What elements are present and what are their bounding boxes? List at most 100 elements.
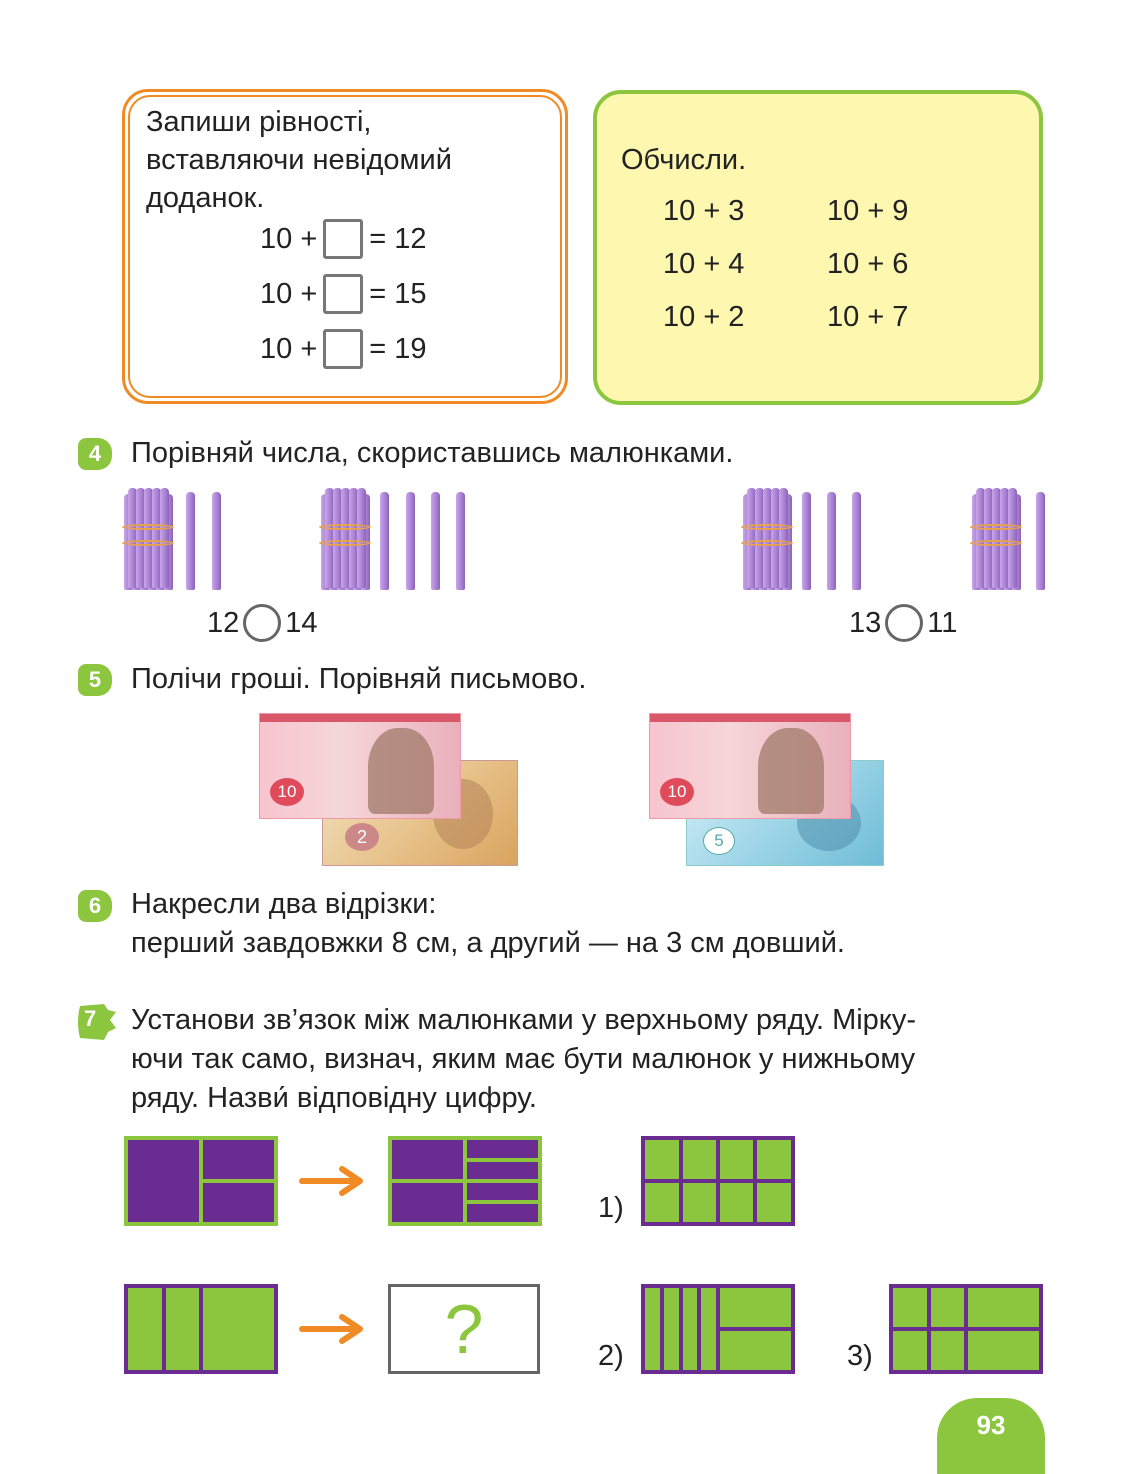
counting-stick bbox=[779, 488, 788, 588]
instruction-line: Запиши рівності, bbox=[146, 106, 372, 138]
task-box-equations-outer bbox=[122, 89, 568, 404]
counting-stick bbox=[1000, 488, 1009, 588]
rubber-band bbox=[741, 524, 793, 530]
task-box-calculate bbox=[593, 90, 1043, 405]
task-7-line-3: ряду. Назви́ відповідну цифру. bbox=[131, 1082, 537, 1114]
counting-stick bbox=[406, 492, 415, 590]
task-4-text: Порівняй числа, скориставшись малюнками. bbox=[131, 437, 734, 469]
counting-stick bbox=[144, 488, 153, 588]
task-number-badge: 4 bbox=[78, 438, 112, 470]
rubber-band bbox=[970, 524, 1022, 530]
rubber-band bbox=[319, 524, 371, 530]
rubber-band bbox=[970, 540, 1022, 546]
figure-bottom-left bbox=[124, 1284, 278, 1374]
equation-row: 10 + = 19 bbox=[260, 326, 427, 372]
task-number-badge: 5 bbox=[78, 664, 112, 696]
unknown-figure-box[interactable]: ? bbox=[388, 1284, 540, 1374]
counting-stick bbox=[380, 492, 389, 590]
compare-number: 13 bbox=[849, 606, 882, 639]
task-box-equations bbox=[128, 95, 562, 398]
counting-stick bbox=[763, 488, 772, 588]
banknote-stripe bbox=[260, 714, 460, 722]
equation-row: 10 + = 15 bbox=[260, 271, 427, 317]
counting-stick bbox=[852, 492, 861, 590]
answer-blank-box[interactable] bbox=[323, 274, 364, 314]
compare-circle[interactable] bbox=[885, 604, 924, 642]
task-6-line-2: перший завдовжки 8 см, а другий — на 3 с… bbox=[131, 927, 845, 959]
task-5-text: Полічи гроші. Порівняй письмово. bbox=[131, 663, 587, 695]
equation-left: 10 + bbox=[260, 332, 318, 365]
compare-number: 14 bbox=[285, 606, 318, 639]
rubber-band bbox=[122, 540, 174, 546]
equation-left: 10 + bbox=[260, 277, 318, 310]
counting-stick bbox=[771, 488, 780, 588]
counting-stick bbox=[992, 488, 1001, 588]
counting-stick bbox=[456, 492, 465, 590]
equation-right: = 19 bbox=[369, 332, 427, 365]
counting-stick bbox=[431, 492, 440, 590]
counting-stick bbox=[212, 492, 221, 590]
banknote-portrait bbox=[758, 728, 824, 814]
option-figure-3[interactable] bbox=[889, 1284, 1043, 1374]
counting-stick bbox=[747, 488, 756, 588]
option-figure-2[interactable] bbox=[641, 1284, 795, 1374]
counting-stick bbox=[333, 488, 342, 588]
comparison-1: 12 14 bbox=[207, 604, 318, 642]
counting-stick bbox=[128, 488, 137, 588]
task-number-badge: 6 bbox=[78, 890, 112, 922]
question-mark: ? bbox=[444, 1290, 484, 1368]
equation-left: 10 + bbox=[260, 222, 318, 255]
option-figure-1[interactable] bbox=[641, 1136, 795, 1226]
counting-stick bbox=[1036, 492, 1045, 590]
task-number: 7 bbox=[84, 1006, 97, 1031]
option-label-2: 2) bbox=[598, 1340, 624, 1372]
stick-bundle bbox=[741, 488, 793, 590]
counting-stick bbox=[136, 488, 145, 588]
counting-stick bbox=[755, 488, 764, 588]
calc-item: 10 + 2 bbox=[663, 301, 745, 333]
counting-stick bbox=[160, 488, 169, 588]
stick-bundle bbox=[122, 488, 174, 590]
rubber-band bbox=[741, 540, 793, 546]
banknote-value: 2 bbox=[345, 823, 379, 851]
counting-stick bbox=[1008, 488, 1017, 588]
counting-stick bbox=[984, 488, 993, 588]
calc-item: 10 + 4 bbox=[663, 248, 745, 280]
task-7-line-1: Установи зв’язок між малюнками у верхньо… bbox=[131, 1004, 916, 1036]
task-star-badge-icon bbox=[78, 1004, 116, 1040]
compare-number: 12 bbox=[207, 606, 240, 639]
equation-right: = 12 bbox=[369, 222, 427, 255]
equation-right: = 15 bbox=[369, 277, 427, 310]
calc-item: 10 + 6 bbox=[827, 248, 909, 280]
answer-blank-box[interactable] bbox=[323, 219, 364, 259]
counting-stick bbox=[802, 492, 811, 590]
counting-stick bbox=[341, 488, 350, 588]
banknote-value: 10 bbox=[660, 778, 694, 806]
arrow-right-icon bbox=[299, 1166, 363, 1196]
counting-stick bbox=[325, 488, 334, 588]
banknote-10-hryvnia: 10 bbox=[259, 713, 461, 819]
equation-row: 10 + = 12 bbox=[260, 216, 427, 262]
task-6-line-1: Накресли два відрізки: bbox=[131, 888, 437, 920]
option-label-1: 1) bbox=[598, 1192, 624, 1224]
option-label-3: 3) bbox=[847, 1340, 873, 1372]
counting-stick bbox=[827, 492, 836, 590]
figure-top-left bbox=[124, 1136, 278, 1226]
counting-stick bbox=[349, 488, 358, 588]
stick-bundle bbox=[319, 488, 371, 590]
arrow-right-icon bbox=[299, 1314, 363, 1344]
stick-bundle bbox=[970, 488, 1022, 590]
calc-item: 10 + 3 bbox=[663, 195, 745, 227]
banknote-value: 5 bbox=[703, 827, 735, 855]
rubber-band bbox=[122, 524, 174, 530]
counting-stick bbox=[976, 488, 985, 588]
banknote-value: 10 bbox=[270, 778, 304, 806]
compare-circle[interactable] bbox=[243, 604, 282, 642]
counting-stick bbox=[357, 488, 366, 588]
instruction-line: вставляючи невідомий bbox=[146, 144, 452, 176]
figure-top-right bbox=[388, 1136, 542, 1226]
equations-instruction: Запиши рівності, вставляючи невідомий до… bbox=[146, 103, 452, 217]
answer-blank-box[interactable] bbox=[323, 329, 364, 369]
comparison-2: 13 11 bbox=[849, 604, 957, 642]
banknote-portrait bbox=[368, 728, 434, 814]
